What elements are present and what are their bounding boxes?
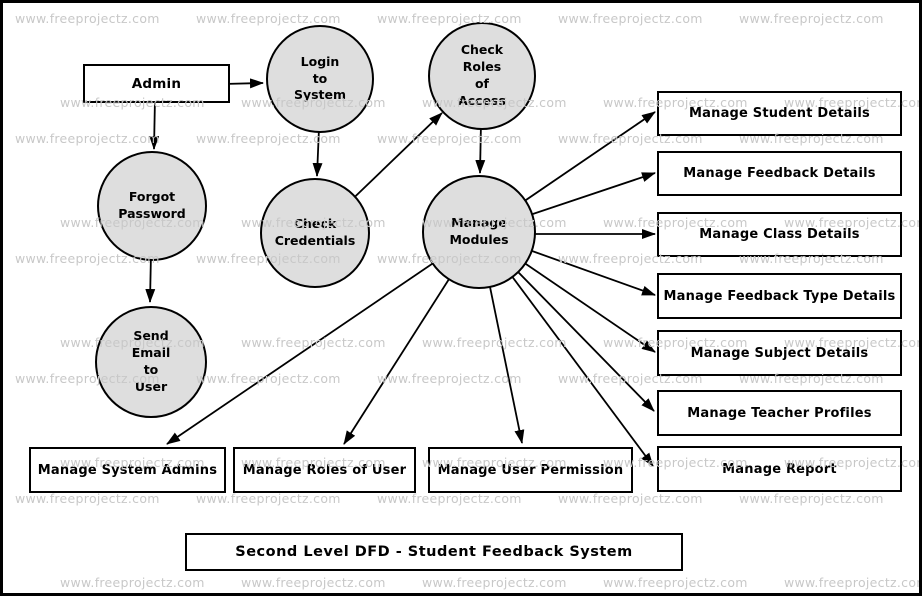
- process-check-roles-of-access: Check Roles of Access: [428, 22, 536, 130]
- arrow-admin-to-forgot-password: [149, 97, 160, 150]
- module-manage-feedback-details: Manage Feedback Details: [657, 151, 902, 196]
- process-manage-modules: Manage Modules: [422, 175, 536, 289]
- module-manage-roles-of-user: Manage Roles of User: [233, 447, 416, 493]
- module-manage-user-permission: Manage User Permission: [428, 447, 633, 493]
- module-manage-teacher-profiles: Manage Teacher Profiles: [657, 390, 902, 436]
- process-check-credentials: Check Credentials: [260, 178, 370, 288]
- process-send-email-to-user: Send Email to User: [95, 306, 207, 418]
- arrow-login-to-check-credentials: [312, 127, 323, 177]
- diagram-title: Second Level DFD - Student Feedback Syst…: [185, 533, 683, 571]
- process-forgot-password: Forgot Password: [97, 151, 207, 261]
- module-manage-subject-details: Manage Subject Details: [657, 330, 902, 376]
- module-manage-report: Manage Report: [657, 446, 902, 492]
- module-manage-class-details: Manage Class Details: [657, 212, 902, 257]
- process-login-to-system: Login to System: [266, 25, 374, 133]
- arrow-forgot-password-to-send-email: [145, 252, 156, 303]
- arrow-check-roles-to-manage-modules: [475, 122, 486, 174]
- module-manage-feedback-type-details: Manage Feedback Type Details: [657, 273, 902, 319]
- entity-admin: Admin: [83, 64, 230, 103]
- arrow-modules-to-system-admins: [166, 231, 480, 445]
- module-manage-system-admins: Manage System Admins: [29, 447, 226, 493]
- module-manage-student-details: Manage Student Details: [657, 91, 902, 136]
